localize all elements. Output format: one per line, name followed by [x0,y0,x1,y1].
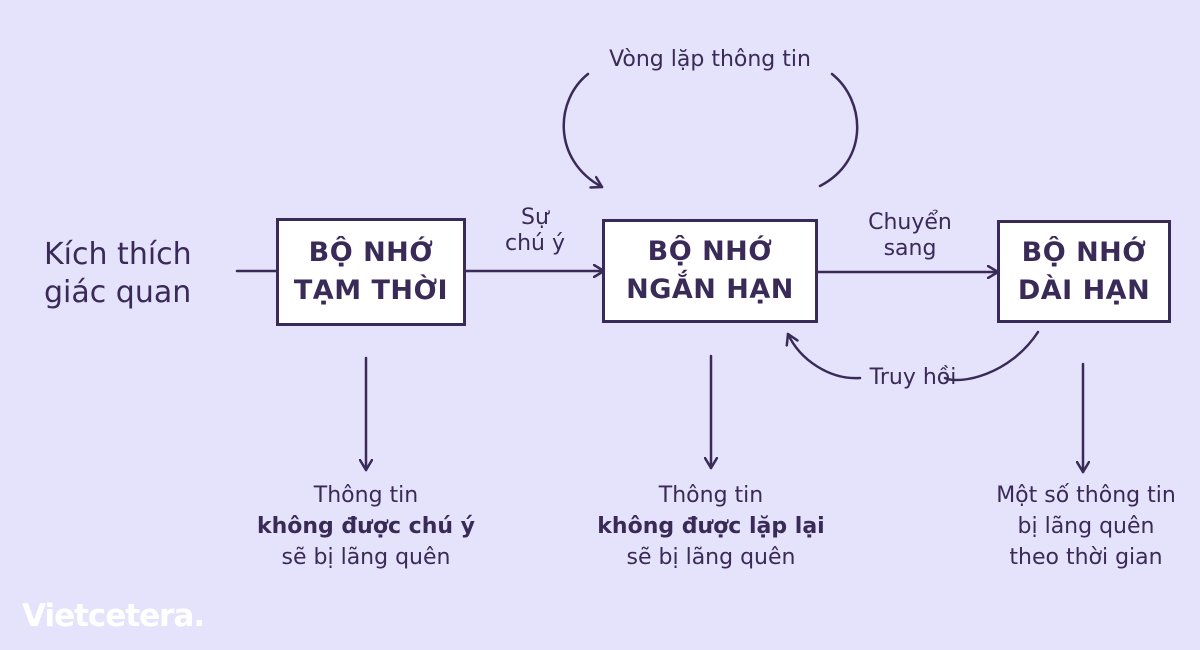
long-term-memory-box: BỘ NHỚ DÀI HẠN [997,220,1171,323]
rehearsal-loop-left [562,72,604,187]
long-term-forget-note: Một số thông tin bị lãng quên theo thời … [996,483,1176,570]
retrieval-arrow [788,332,1040,382]
sensory-forget-note: Thông tin không được chú ý sẽ bị lãng qu… [256,483,476,570]
retrieval-label: Truy hồi [869,365,957,390]
input-label-sensory-stimuli: Kích thích giác quan [44,237,192,310]
attention-label: Sự chú ý [505,205,565,256]
short-term-forget-note: Thông tin không được lặp lại sẽ bị lãng … [597,483,825,570]
sensory-memory-box: BỘ NHỚ TẠM THỜI [276,218,466,326]
rehearsal-loop-label: Vòng lặp thông tin [609,47,811,72]
short-term-memory-box: BỘ NHỚ NGẮN HẠN [602,219,818,323]
transfer-label: Chuyển sang [868,210,952,261]
rehearsal-loop-right [818,72,859,188]
vietcetera-logo: Vietcetera. [22,598,205,634]
